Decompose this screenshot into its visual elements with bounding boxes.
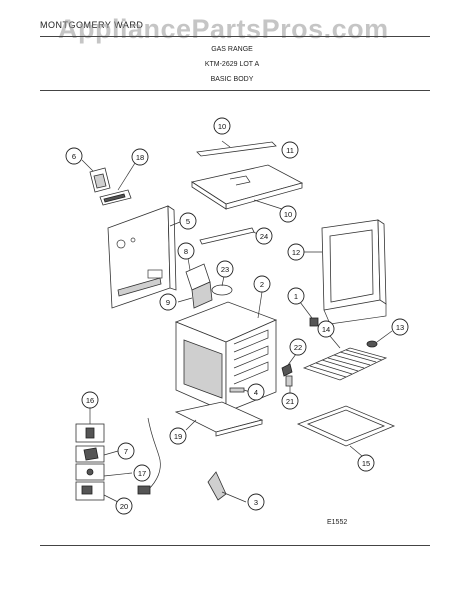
callout-4: 4 (247, 383, 265, 401)
title-line-2: KTM-2629 LOT A (204, 61, 260, 68)
callout-7: 7 (117, 442, 135, 460)
door-frame-part (304, 219, 387, 325)
callout-9: 9 (159, 293, 177, 311)
title-line-1: GAS RANGE (211, 46, 253, 53)
svg-text:2: 2 (260, 280, 264, 289)
callout-14: 14 (317, 320, 335, 338)
callout-2: 2 (253, 275, 271, 293)
callout-16: 16 (81, 391, 99, 409)
svg-text:14: 14 (322, 325, 330, 334)
svg-text:1: 1 (294, 292, 298, 301)
burner-part-23 (211, 275, 233, 296)
callout-21: 21 (281, 392, 299, 410)
callout-19: 19 (169, 427, 187, 445)
fastener-part-21 (285, 375, 293, 394)
svg-text:5: 5 (186, 217, 190, 226)
svg-text:15: 15 (362, 459, 370, 468)
brand-header: MONTGOMERY WARD (40, 20, 144, 30)
svg-text:22: 22 (294, 343, 302, 352)
svg-text:20: 20 (120, 502, 128, 511)
title-line-3: BASIC BODY (210, 76, 254, 83)
rail-part-24 (199, 227, 259, 245)
callout-6: 6 (65, 147, 83, 165)
screw-part (299, 301, 319, 327)
svg-text:18: 18 (136, 153, 144, 162)
svg-text:24: 24 (260, 232, 268, 241)
svg-text:21: 21 (286, 397, 294, 406)
callout-1: 1 (287, 287, 305, 305)
svg-text:8: 8 (184, 247, 188, 256)
callout-10-top: 10 (213, 117, 231, 135)
oven-rack-part (302, 335, 388, 381)
svg-text:19: 19 (174, 432, 182, 441)
svg-text:10: 10 (218, 122, 226, 131)
callout-12: 12 (287, 243, 305, 261)
svg-text:10: 10 (284, 210, 292, 219)
svg-text:4: 4 (254, 388, 258, 397)
callout-18: 18 (131, 148, 149, 166)
callout-23: 23 (216, 260, 234, 278)
bottom-panel-part (174, 401, 264, 437)
callout-8: 8 (177, 242, 195, 260)
bottom-rule (40, 545, 430, 546)
title-rule (40, 90, 430, 91)
callout-10-lower: 10 (279, 205, 297, 223)
svg-text:23: 23 (221, 265, 229, 274)
svg-text:12: 12 (292, 248, 300, 257)
svg-text:6: 6 (72, 152, 76, 161)
callout-5: 5 (179, 212, 197, 230)
callout-20: 20 (115, 497, 133, 515)
hardware-kit-part (75, 407, 133, 503)
svg-text:16: 16 (86, 396, 94, 405)
knob-part-13 (366, 330, 393, 348)
svg-text:13: 13 (396, 323, 404, 332)
watermark: AppliancePartsPros.com (58, 14, 389, 44)
callout-24: 24 (255, 227, 273, 245)
callout-3: 3 (247, 493, 265, 511)
diagram-code: E1552 (327, 519, 348, 526)
svg-text:3: 3 (254, 498, 258, 507)
callout-17: 17 (133, 464, 151, 482)
burner-box-part (177, 257, 213, 309)
top-rule (40, 36, 430, 37)
fastener-part-22 (281, 353, 297, 377)
cooktop-panel-part (190, 164, 304, 210)
broiler-pan-part (296, 405, 396, 457)
oven-body-part (174, 291, 278, 413)
svg-text:11: 11 (286, 146, 294, 155)
clip-part (207, 471, 247, 503)
callout-11: 11 (281, 141, 299, 159)
callout-15: 15 (357, 454, 375, 472)
callout-22: 22 (289, 338, 307, 356)
panel-part-18 (99, 162, 136, 206)
top-strip-part (196, 140, 277, 157)
back-panel-part (107, 205, 181, 309)
callout-13: 13 (391, 318, 409, 336)
bracket-part (81, 159, 111, 193)
power-cord-part (137, 417, 161, 495)
svg-text:9: 9 (166, 298, 170, 307)
svg-text:7: 7 (124, 447, 128, 456)
svg-text:17: 17 (138, 469, 146, 478)
